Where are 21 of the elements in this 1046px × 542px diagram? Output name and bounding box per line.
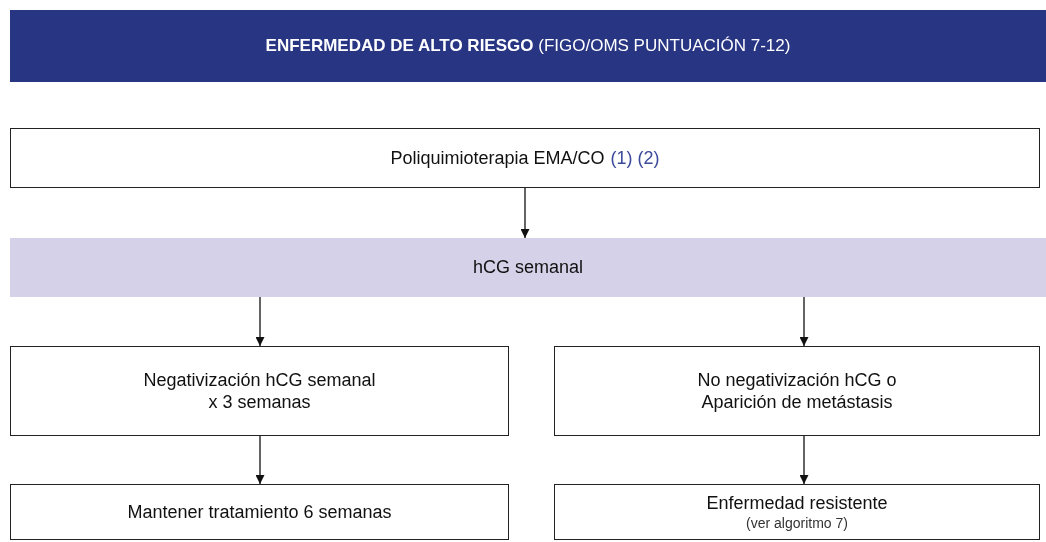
arrow (799, 435, 809, 485)
header-title: ENFERMEDAD DE ALTO RIESGO (FIGO/OMS PUNTUACIÓN 7-12) (265, 35, 791, 57)
process-box (554, 346, 1040, 436)
process-box (554, 484, 1040, 540)
box-text: Enfermedad resistente (706, 492, 888, 515)
process-box (10, 484, 509, 540)
arrow (799, 296, 809, 347)
box-text: Poliquimioterapia EMA/CO (390, 147, 605, 169)
note-text: (ver algoritmo 7) (746, 514, 848, 532)
reference-numbers: (1) (2) (610, 147, 660, 169)
box-text: No negativización hCG o Aparición de metástasis (696, 368, 898, 414)
box-text: Negativización hCG semanal x 3 semanas (142, 368, 377, 414)
process-box (10, 346, 509, 436)
step-band (10, 238, 1046, 297)
box-text: Mantener tratamiento 6 semanas (127, 500, 392, 524)
arrow (255, 435, 265, 485)
process-box (10, 128, 1040, 188)
arrow (520, 187, 530, 239)
box-text: hCG semanal (472, 256, 584, 279)
arrow (255, 296, 265, 347)
header-banner (10, 10, 1046, 82)
